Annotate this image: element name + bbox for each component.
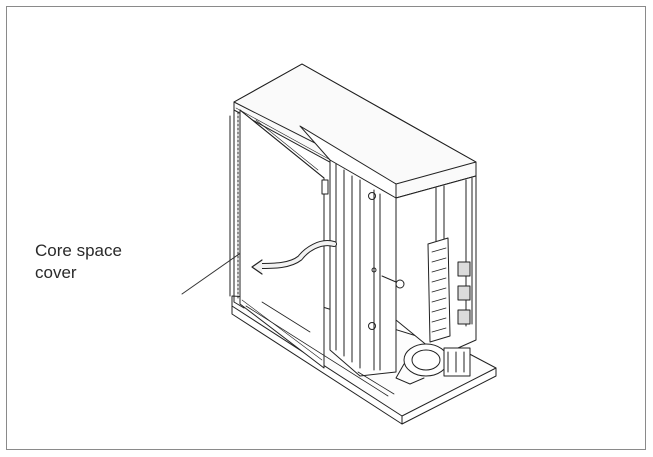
core-space-cover-callout: Core space cover (35, 240, 195, 284)
cable (251, 240, 337, 275)
base-rails (245, 301, 395, 397)
power-unit (395, 343, 471, 385)
core-space-cover (239, 109, 329, 369)
connector-blocks (427, 237, 471, 343)
cabinet-body (299, 125, 405, 377)
callout-line-1: Core space (35, 241, 122, 260)
callout-line-2: cover (35, 263, 77, 282)
left-hinge-edge (229, 109, 245, 309)
